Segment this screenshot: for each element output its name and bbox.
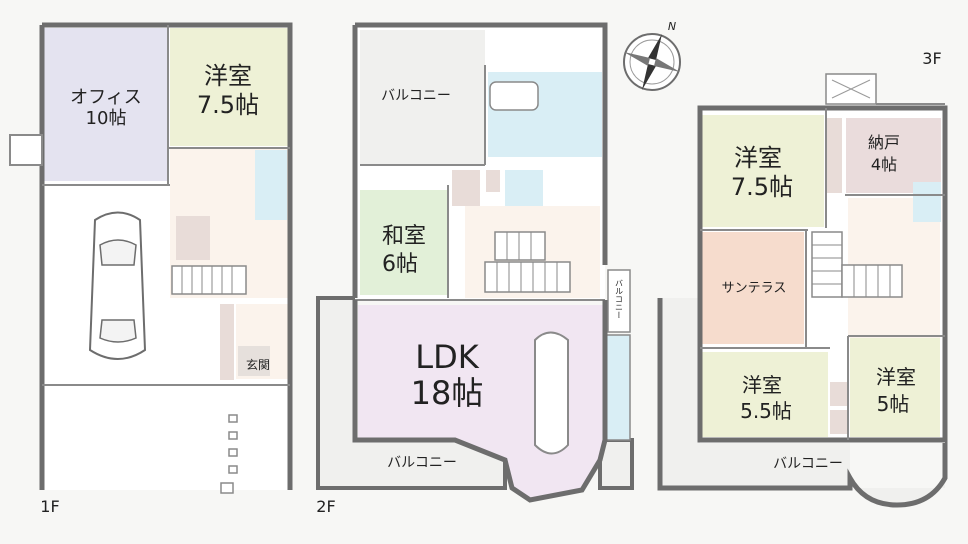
stairs-1f — [171, 265, 247, 295]
balcony-2f-top — [360, 30, 485, 165]
floor-3f: 洋室 7.5帖 納戸 4帖 サンテラス 洋室 5.5帖 洋室 5帖 バルコニー … — [657, 49, 948, 508]
compass-icon: N — [623, 20, 681, 91]
compass-north-label: N — [668, 20, 676, 33]
outdoor-unit — [9, 134, 43, 166]
storage-1f — [176, 216, 210, 260]
western-3f-a-size: 7.5帖 — [731, 173, 793, 201]
western-3f-b-label: 洋室 — [742, 373, 782, 397]
storage-room — [846, 118, 941, 193]
ldk-walls — [352, 300, 608, 503]
western-3f-b-size: 5.5帖 — [740, 399, 792, 423]
shoe-closet — [220, 304, 234, 380]
kitchen-sink-counter — [604, 334, 631, 441]
floor-1f: オフィス 10帖 洋室 7.5帖 玄関 1F — [9, 22, 293, 516]
car-icon — [88, 211, 147, 360]
ldk-label: LDK — [415, 338, 479, 376]
sunroom-label: サンテラス — [722, 281, 787, 296]
office-size: 10帖 — [86, 108, 127, 129]
floor-2f: バルコニー 和室 6帖 LDK 18帖 バルコニー バルコニー 2F — [316, 22, 634, 516]
balcony-3f-label: バルコニー — [773, 456, 843, 472]
western-room-3f-c — [850, 338, 940, 437]
approach-steps — [220, 414, 238, 494]
floor-3f-label: 3F — [922, 49, 941, 68]
office-label: オフィス — [70, 87, 142, 108]
closet-3f-c — [830, 410, 848, 434]
stairs-3f — [811, 231, 903, 298]
western-1f-label: 洋室 — [204, 62, 252, 90]
western-3f-c-size: 5帖 — [877, 392, 910, 416]
western-room-3f-a — [702, 115, 824, 227]
stairs-2f — [484, 231, 571, 293]
storage-size: 4帖 — [871, 155, 897, 174]
western-3f-c-label: 洋室 — [876, 365, 916, 389]
storage-label: 納戸 — [868, 133, 900, 152]
western-room-1f — [170, 28, 288, 146]
floor-2f-label: 2F — [316, 497, 335, 516]
closet-3f-a — [826, 118, 842, 193]
kitchen-counter — [534, 331, 569, 455]
ldk-size: 18帖 — [411, 374, 484, 412]
japanese-room — [360, 190, 448, 295]
washroom-2f — [550, 72, 602, 157]
floor-2f-walls — [352, 22, 608, 298]
floor-1f-walls — [39, 22, 293, 490]
closet-2f-b — [486, 170, 500, 192]
balcony-2f-bottom-label: バルコニー — [387, 455, 457, 471]
sunroom — [702, 232, 804, 344]
floor-1f-label: 1F — [40, 497, 59, 516]
floor-3f-walls — [697, 105, 948, 443]
western-1f-size: 7.5帖 — [197, 91, 259, 119]
balcony-2f-top-label: バルコニー — [381, 88, 451, 104]
toilet-1f — [255, 150, 287, 220]
bathtub-icon — [489, 81, 539, 111]
closet-3f-b — [830, 382, 848, 406]
japanese-room-size: 6帖 — [382, 252, 418, 277]
entrance-floor — [238, 346, 270, 376]
balcony-3f — [660, 298, 945, 505]
office-room — [42, 28, 167, 181]
toilet-3f — [913, 182, 941, 222]
closet-2f-a — [452, 170, 480, 206]
entrance-label: 玄関 — [246, 357, 270, 372]
western-room-3f-b — [702, 352, 828, 437]
balcony-3f-walls — [657, 298, 948, 508]
balcony-2f-side-label: バルコニー — [615, 279, 624, 319]
balcony-2f-side — [607, 269, 631, 333]
western-3f-a-label: 洋室 — [734, 144, 782, 172]
japanese-room-label: 和室 — [382, 224, 426, 249]
